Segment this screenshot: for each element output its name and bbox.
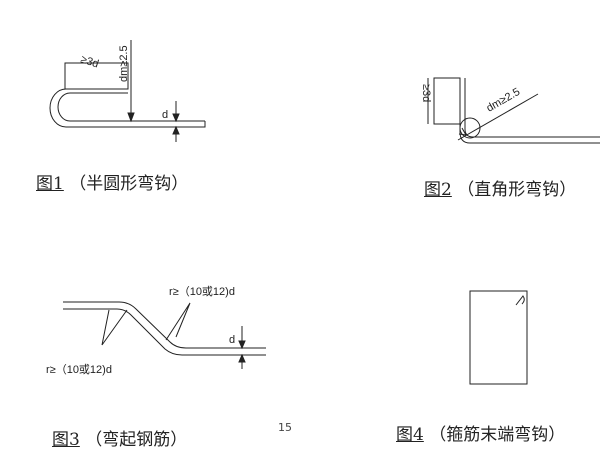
fig3-d-arrow-bottom	[238, 353, 246, 363]
fig3-r-label-bottom: r≥（10或12)d	[46, 363, 112, 376]
fig3-rebar-upper	[63, 301, 266, 349]
fig3-r-label-top: r≥（10或12)d	[169, 285, 235, 298]
fig3-pointer-top	[165, 302, 191, 341]
fig3-d-arrow-top	[238, 340, 246, 350]
fig2-diagram	[427, 77, 600, 144]
fig3-rebar-lower	[63, 308, 266, 356]
fig4-caption: 图4 （箍筋末端弯钩）	[396, 420, 565, 445]
fig2-bend-circle	[459, 117, 481, 139]
fig1-d-arrow-bottom	[172, 125, 180, 135]
page-number: 15	[278, 421, 292, 434]
fig1-caption: 图1 （半圆形弯钩）	[36, 169, 188, 194]
fig2-bend-arrow	[458, 127, 467, 136]
fig3-pointer-bottom	[101, 309, 128, 346]
fig1-dm-arrow	[127, 112, 135, 123]
fig2-hook-end	[433, 77, 461, 125]
fig1-number: 图1	[36, 174, 64, 194]
fig3-diagram	[63, 301, 266, 369]
fig2-dm-leader	[457, 93, 539, 141]
fig2-len-label: ≥3d	[420, 84, 432, 102]
fig3-d-label: d	[229, 334, 235, 346]
fig4-hook	[515, 295, 525, 306]
fig1-title: （半圆形弯钩）	[69, 174, 189, 194]
fig3-caption: 图3 （弯起钢筋）	[52, 425, 187, 450]
fig3-title: （弯起钢筋）	[85, 430, 188, 450]
fig2-caption: 图2 （直角形弯钩）	[424, 175, 576, 200]
fig4-stirrup	[469, 290, 528, 385]
fig2-rebar-outer	[459, 78, 600, 144]
fig1-rebar-inner	[57, 92, 205, 122]
fig1-diagram	[49, 40, 206, 142]
fig4-diagram	[469, 290, 528, 385]
fig2-dm-label: dm≥2.5	[485, 86, 523, 115]
fig1-dm-label: dm≥2.5	[118, 45, 130, 82]
fig4-number: 图4	[396, 425, 424, 445]
fig1-hook-end	[64, 62, 129, 90]
fig1-d-label: d	[162, 109, 168, 121]
fig1-rebar-outer	[49, 88, 206, 128]
fig3-number: 图3	[52, 430, 80, 450]
fig1-d-arrow-top	[172, 113, 180, 123]
fig1-len-label: ≥3d	[79, 53, 100, 70]
fig2-title: （直角形弯钩）	[457, 180, 577, 200]
fig4-title: （箍筋末端弯钩）	[429, 425, 566, 445]
fig2-rebar-inner	[464, 78, 600, 138]
fig2-number: 图2	[424, 180, 452, 200]
